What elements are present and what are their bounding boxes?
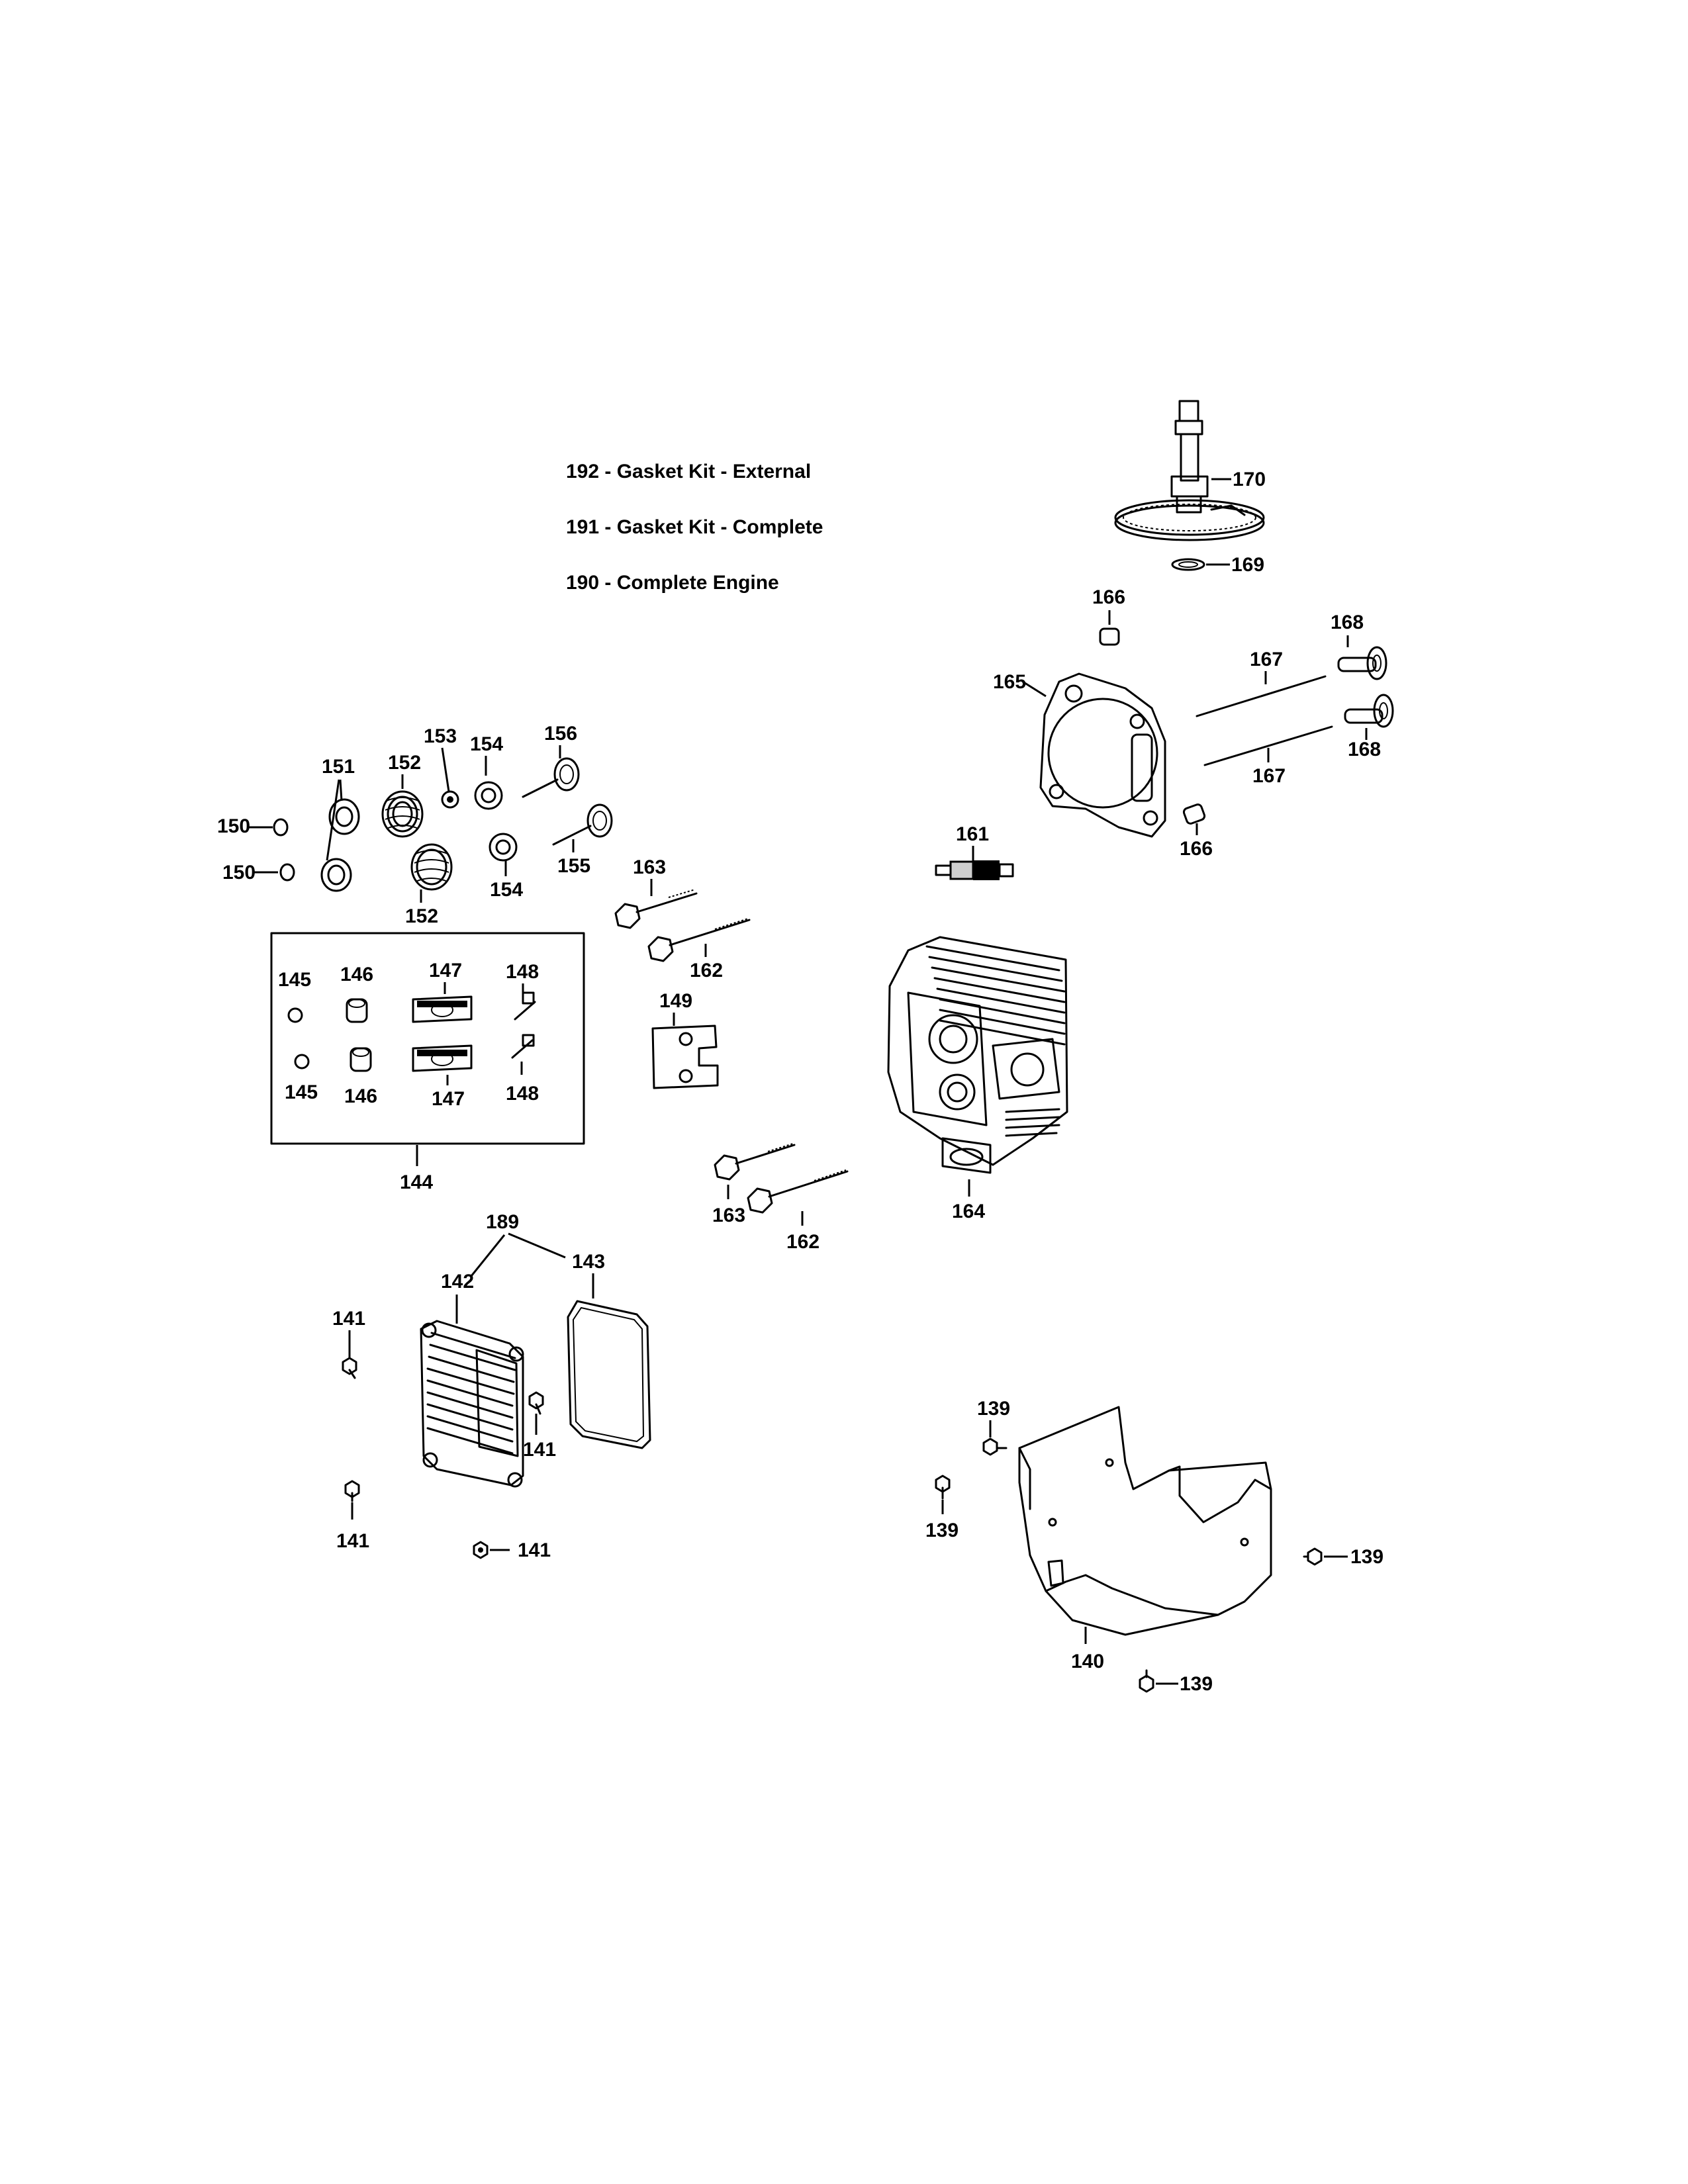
part-push-rod-167-top bbox=[1196, 675, 1327, 717]
part-screw-139-a bbox=[982, 1437, 1008, 1456]
part-valve-156 bbox=[522, 757, 580, 798]
callout-144: 144 bbox=[400, 1171, 433, 1193]
callout-148-bottom: 148 bbox=[506, 1083, 539, 1105]
callout-148-top: 148 bbox=[506, 961, 539, 983]
part-head-bolt-163-top bbox=[614, 889, 698, 929]
part-head-gasket bbox=[1039, 672, 1166, 838]
part-spark-plug bbox=[935, 860, 1014, 880]
callout-162-bottom: 162 bbox=[786, 1231, 820, 1253]
part-rocker-arm-147-top bbox=[412, 995, 473, 1023]
part-air-shroud bbox=[1018, 1406, 1272, 1636]
callout-163-bottom: 163 bbox=[712, 1205, 745, 1226]
part-tappet-168-top bbox=[1337, 646, 1387, 680]
callout-149: 149 bbox=[659, 990, 692, 1012]
part-bolt-141-b bbox=[528, 1391, 544, 1415]
callout-162-top: 162 bbox=[690, 960, 723, 981]
part-valve-cover bbox=[420, 1320, 524, 1488]
part-tappet-168-bottom bbox=[1344, 694, 1394, 728]
callout-146-bottom: 146 bbox=[344, 1085, 377, 1107]
callout-142: 142 bbox=[441, 1271, 474, 1293]
part-bolt-141-a bbox=[342, 1357, 357, 1379]
callout-143: 143 bbox=[572, 1251, 605, 1273]
callout-168-top: 168 bbox=[1331, 612, 1364, 633]
part-bolt-141-c bbox=[344, 1480, 360, 1502]
part-bolt-141-d bbox=[473, 1541, 489, 1559]
callout-145-top: 145 bbox=[278, 969, 311, 991]
callout-154-bottom: 154 bbox=[490, 879, 523, 901]
part-spring-retainer-151-top bbox=[328, 798, 360, 835]
part-nut-145-bottom bbox=[294, 1054, 310, 1069]
callout-147-bottom: 147 bbox=[432, 1088, 465, 1110]
part-screw-139-c bbox=[1303, 1547, 1323, 1566]
part-valve-seal-154-bottom bbox=[489, 833, 518, 862]
legend-item-gasket-kit-external: 192 - Gasket Kit - External bbox=[566, 461, 811, 482]
callout-154-top: 154 bbox=[470, 733, 503, 755]
callout-140: 140 bbox=[1071, 1651, 1104, 1672]
part-rocker-kit-box bbox=[270, 932, 585, 1145]
part-rocker-stud-148-bottom bbox=[511, 1034, 535, 1059]
part-head-bolt-163-bottom bbox=[714, 1143, 796, 1181]
callout-155: 155 bbox=[557, 855, 590, 877]
callout-169: 169 bbox=[1231, 554, 1264, 576]
callout-139-top: 139 bbox=[977, 1398, 1010, 1420]
part-valve-keeper-153 bbox=[441, 790, 459, 809]
callout-147-top: 147 bbox=[429, 960, 462, 981]
legend: 192 - Gasket Kit - External 191 - Gasket… bbox=[566, 461, 823, 594]
part-cylinder-head bbox=[887, 936, 1068, 1174]
callout-141-right: 141 bbox=[523, 1439, 556, 1461]
callout-141-bottom: 141 bbox=[518, 1539, 551, 1561]
part-cotter-150-bottom bbox=[279, 863, 295, 882]
callout-152-bottom: 152 bbox=[405, 905, 438, 927]
part-valve-seal-154-top bbox=[474, 781, 503, 810]
callout-167-bottom: 167 bbox=[1252, 765, 1286, 787]
callout-150-top: 150 bbox=[217, 815, 250, 837]
callout-156: 156 bbox=[544, 723, 577, 745]
part-spring-retainer-151-bottom bbox=[320, 858, 352, 892]
callout-141-top-left: 141 bbox=[332, 1308, 365, 1330]
part-valve-cover-gasket bbox=[567, 1300, 651, 1449]
callout-168-bottom: 168 bbox=[1348, 739, 1381, 760]
part-nut-145-top bbox=[287, 1007, 303, 1023]
callout-153: 153 bbox=[424, 725, 457, 747]
part-pivot-146-top bbox=[346, 998, 368, 1023]
callout-167-top: 167 bbox=[1250, 649, 1283, 670]
part-dowel-pin-166-top bbox=[1099, 627, 1120, 646]
part-pivot-146-bottom bbox=[350, 1047, 372, 1072]
part-rocker-stud-148-top bbox=[514, 991, 536, 1021]
callout-152-top: 152 bbox=[388, 752, 421, 774]
part-camshaft bbox=[1114, 400, 1265, 541]
part-washer-169 bbox=[1171, 558, 1205, 571]
part-valve-155 bbox=[552, 803, 613, 846]
part-head-bolt-162-top bbox=[647, 918, 751, 962]
part-head-bolt-162-bottom bbox=[747, 1169, 849, 1214]
part-guide-plate-149 bbox=[651, 1024, 719, 1089]
part-dowel-pin-166-bottom bbox=[1182, 803, 1206, 825]
callout-161: 161 bbox=[956, 823, 989, 845]
callout-139-bottom: 139 bbox=[1180, 1673, 1213, 1695]
legend-item-gasket-kit-complete: 191 - Gasket Kit - Complete bbox=[566, 516, 823, 538]
callout-189: 189 bbox=[486, 1211, 519, 1233]
callout-151: 151 bbox=[322, 756, 355, 778]
callout-163-top: 163 bbox=[633, 856, 666, 878]
part-valve-spring-152-bottom bbox=[410, 843, 453, 891]
part-cotter-150-top bbox=[273, 818, 289, 837]
callout-166-bottom: 166 bbox=[1180, 838, 1213, 860]
callout-146-top: 146 bbox=[340, 964, 373, 985]
part-screw-139-d bbox=[1139, 1669, 1154, 1693]
callout-150-bottom: 150 bbox=[222, 862, 256, 884]
callout-145-bottom: 145 bbox=[285, 1081, 318, 1103]
part-valve-spring-152-top bbox=[381, 790, 424, 838]
part-rocker-arm-147-bottom bbox=[412, 1044, 473, 1072]
legend-item-complete-engine: 190 - Complete Engine bbox=[566, 572, 779, 594]
part-screw-139-b bbox=[935, 1475, 951, 1500]
callout-164: 164 bbox=[952, 1201, 985, 1222]
callout-165: 165 bbox=[993, 671, 1026, 693]
callout-170: 170 bbox=[1233, 469, 1266, 490]
callout-139-right: 139 bbox=[1350, 1546, 1383, 1568]
callout-141-bottom-left: 141 bbox=[336, 1530, 369, 1552]
callout-166-top: 166 bbox=[1092, 586, 1125, 608]
part-push-rod-167-bottom bbox=[1203, 725, 1333, 766]
callout-139-left: 139 bbox=[925, 1520, 959, 1541]
